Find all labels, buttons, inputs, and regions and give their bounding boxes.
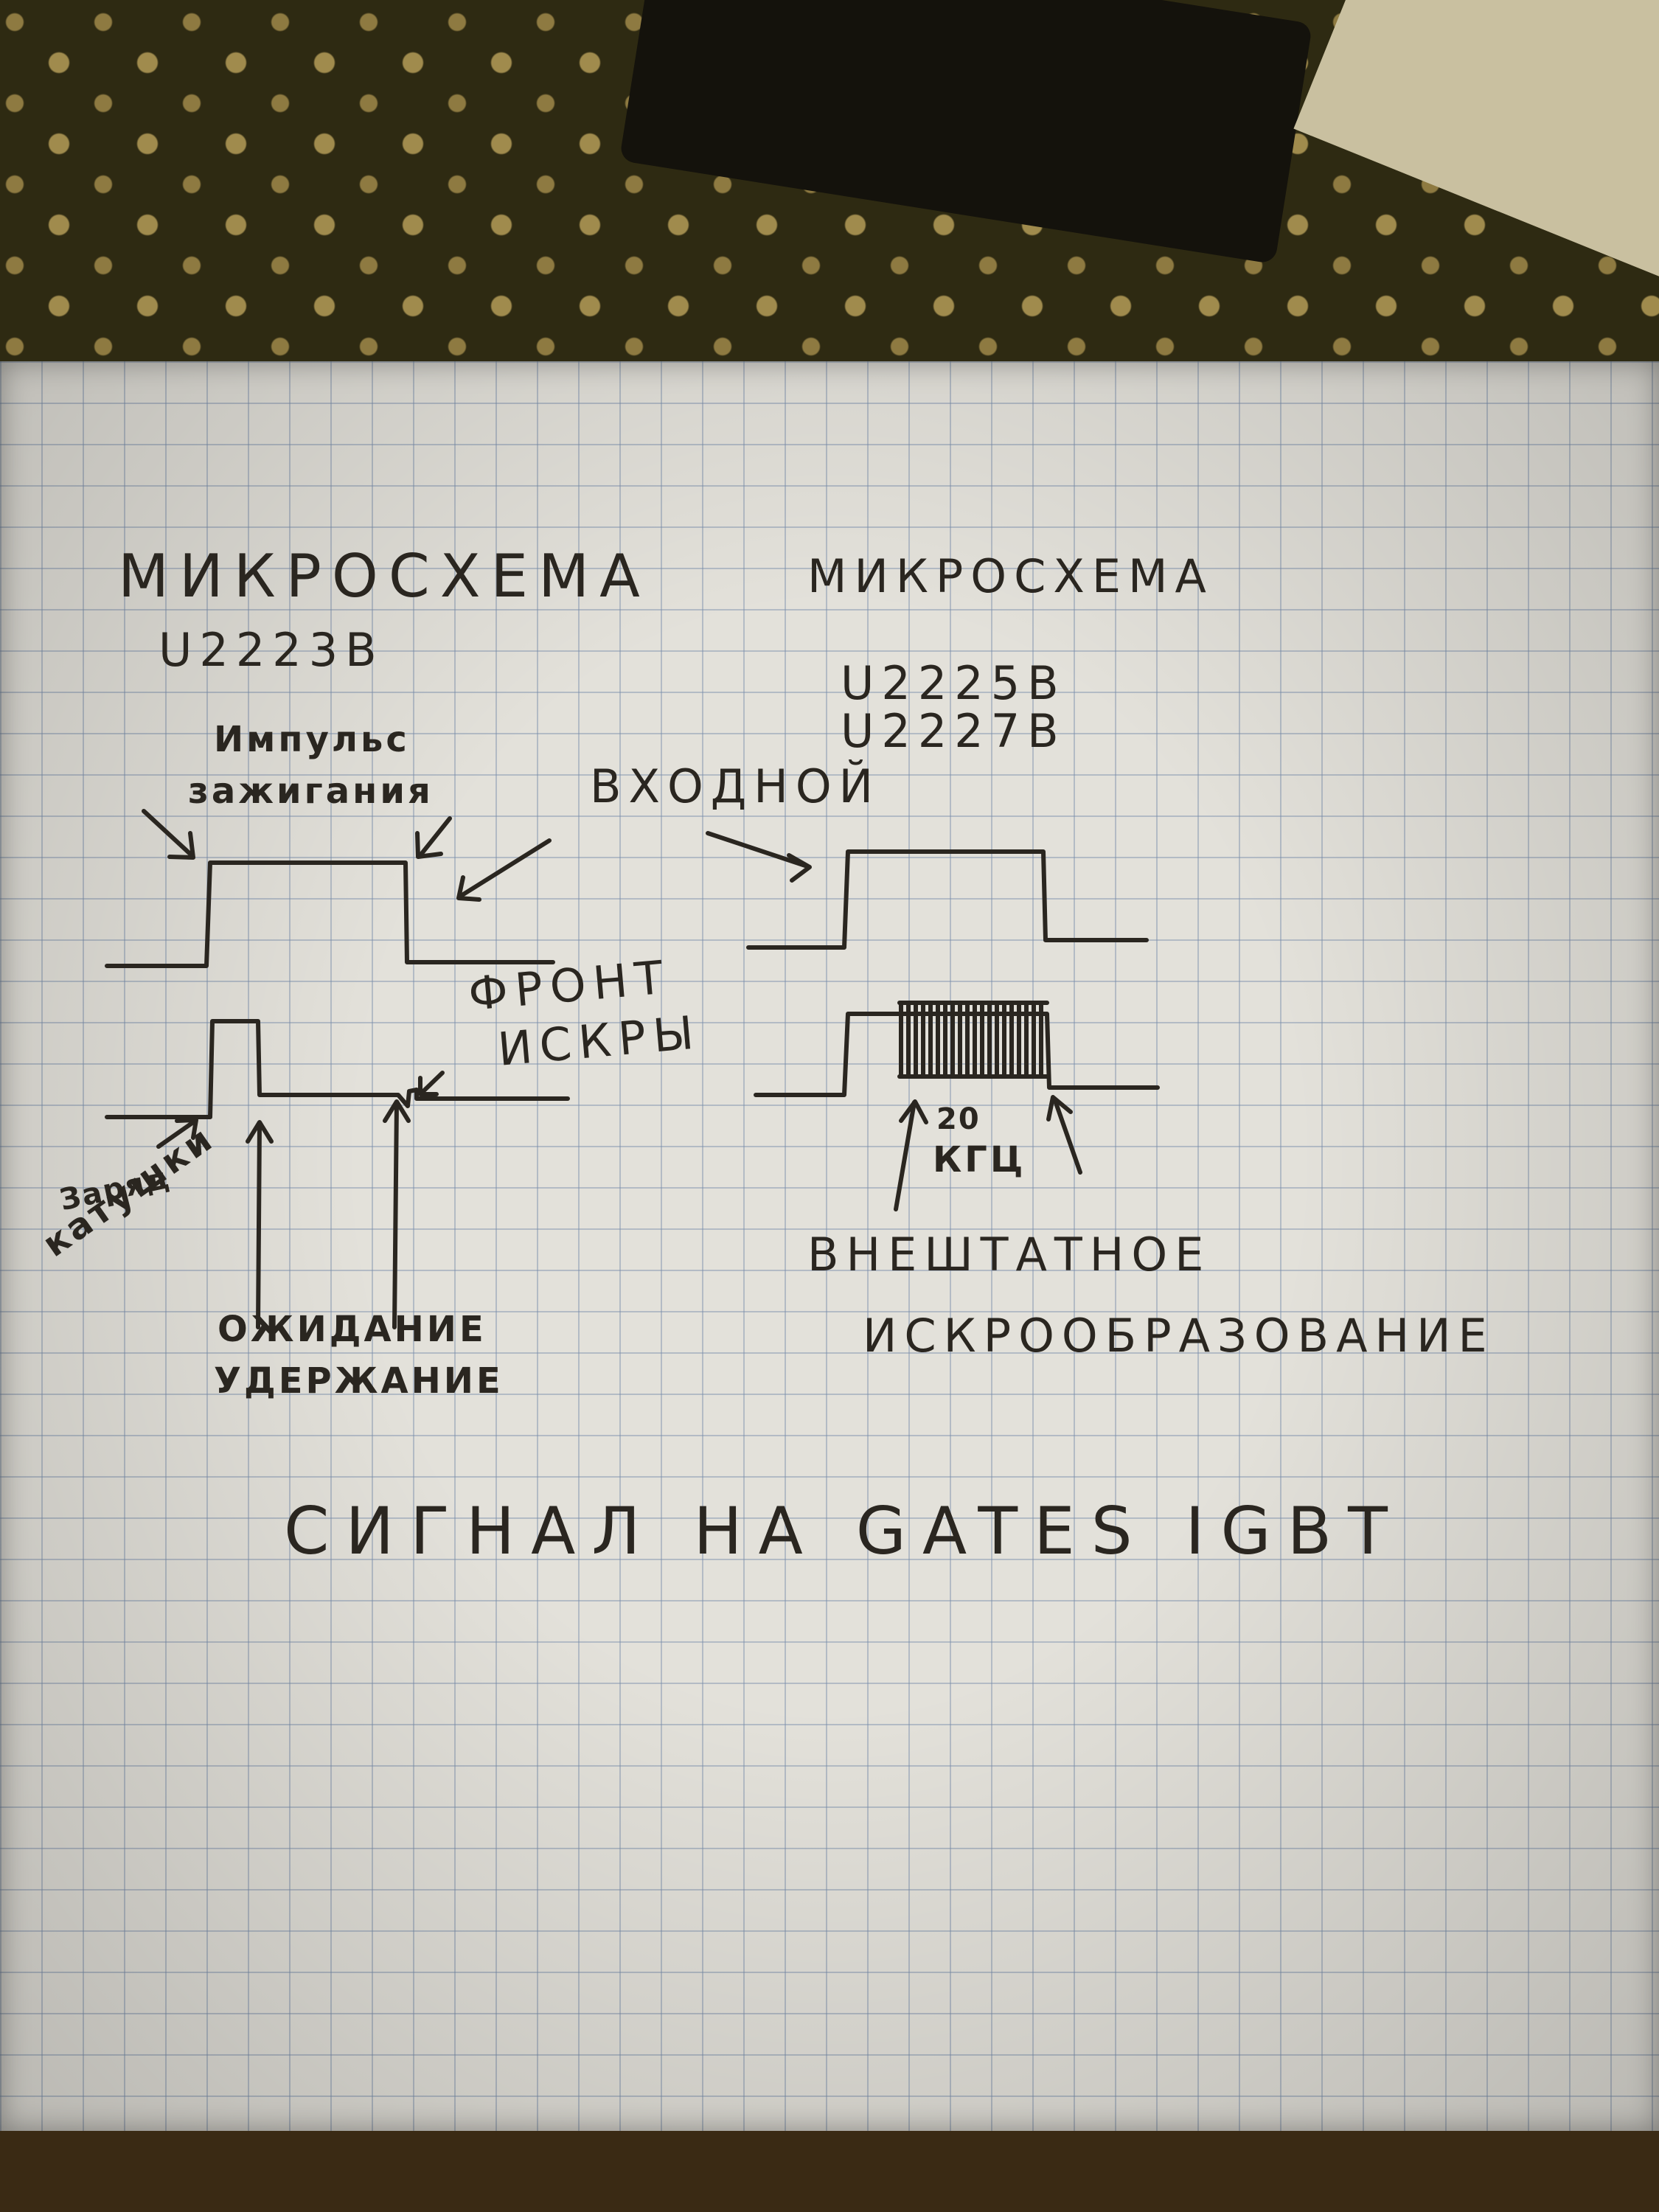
right-chip-model-2: U2227B	[841, 704, 1066, 758]
grid-paper-sheet	[0, 361, 1659, 2131]
right-gate-waveform	[754, 1012, 1160, 1097]
left-wait-label: ОЖИДАНИЕ	[218, 1309, 487, 1350]
left-arrow-wait-head	[246, 1120, 274, 1144]
right-arrow-freq-left	[894, 1100, 917, 1211]
left-arrow-hold	[392, 1100, 399, 1329]
right-abnormal-label-2: ИСКРООБРАЗОВАНИЕ	[863, 1309, 1495, 1363]
right-freq-value: 20	[936, 1102, 981, 1136]
right-input-waveform	[746, 849, 1149, 950]
left-arrow-rise	[142, 809, 194, 858]
left-arrow-front-head	[418, 1076, 439, 1096]
right-chip-title: МИКРОСХЕМА	[807, 549, 1214, 603]
right-burst-hatching	[897, 1001, 1049, 1079]
right-freq-unit: КГЦ	[933, 1139, 1026, 1180]
right-chip-model-1: U2225B	[841, 656, 1066, 710]
left-arrow-input	[459, 838, 552, 898]
left-ignition-pulse-label-2: зажигания	[188, 771, 434, 812]
left-arrow-coil-head	[175, 1118, 198, 1140]
right-arrow-input-head	[787, 853, 812, 883]
left-ignition-pulse-label-1: Импульс	[214, 719, 410, 760]
right-arrow-freq-right	[1052, 1096, 1082, 1175]
left-chip-title: МИКРОСХЕМА	[118, 542, 650, 611]
left-arrow-front	[420, 1071, 445, 1095]
left-arrow-input-head	[456, 875, 481, 902]
left-chip-model: U2223B	[159, 623, 384, 677]
right-arrow-freq-right-head	[1046, 1095, 1073, 1121]
right-arrow-input	[706, 831, 810, 869]
left-input-waveform	[105, 860, 555, 968]
left-arrow-fall-head	[415, 831, 443, 859]
right-arrow-freq-left-head	[899, 1099, 928, 1124]
left-arrow-fall	[418, 816, 452, 858]
left-arrow-coil	[156, 1119, 198, 1149]
left-arrow-rise-head	[167, 831, 195, 860]
left-hold-label: УДЕРЖАНИЕ	[214, 1360, 504, 1402]
right-input-label: ВХОДНОЙ	[590, 759, 881, 813]
left-arrow-wait	[256, 1122, 262, 1329]
left-arrow-hold-head	[383, 1099, 411, 1123]
left-gate-waveform	[105, 1019, 570, 1119]
caption: СИГНАЛ НА GATES IGBT	[284, 1493, 1404, 1569]
right-abnormal-label-1: ВНЕШТАТНОЕ	[807, 1228, 1211, 1281]
